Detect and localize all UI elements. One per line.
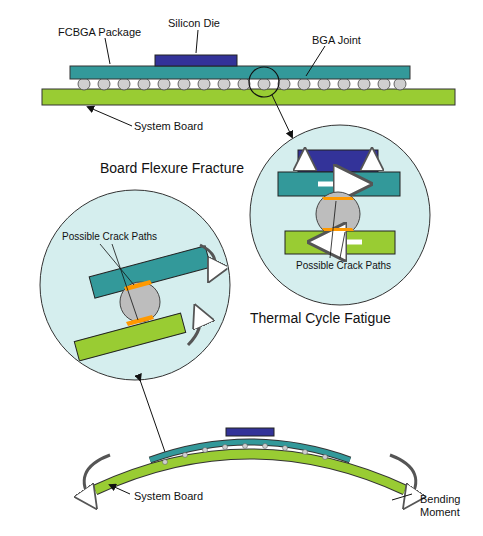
part-label: System Board [134, 120, 203, 133]
part-label: FCBGA Package [58, 26, 141, 39]
section-title: Thermal Cycle Fatigue [250, 310, 391, 326]
callout-label: Possible Crack Paths [62, 231, 157, 243]
part-label: System Board [134, 490, 203, 503]
callout-label: Bending Moment [420, 493, 476, 518]
callout-label: Possible Crack Paths [296, 260, 391, 272]
part-label: Silicon Die [168, 17, 220, 30]
section-title: Board Flexure Fracture [100, 160, 244, 176]
part-label: BGA Joint [312, 34, 361, 47]
